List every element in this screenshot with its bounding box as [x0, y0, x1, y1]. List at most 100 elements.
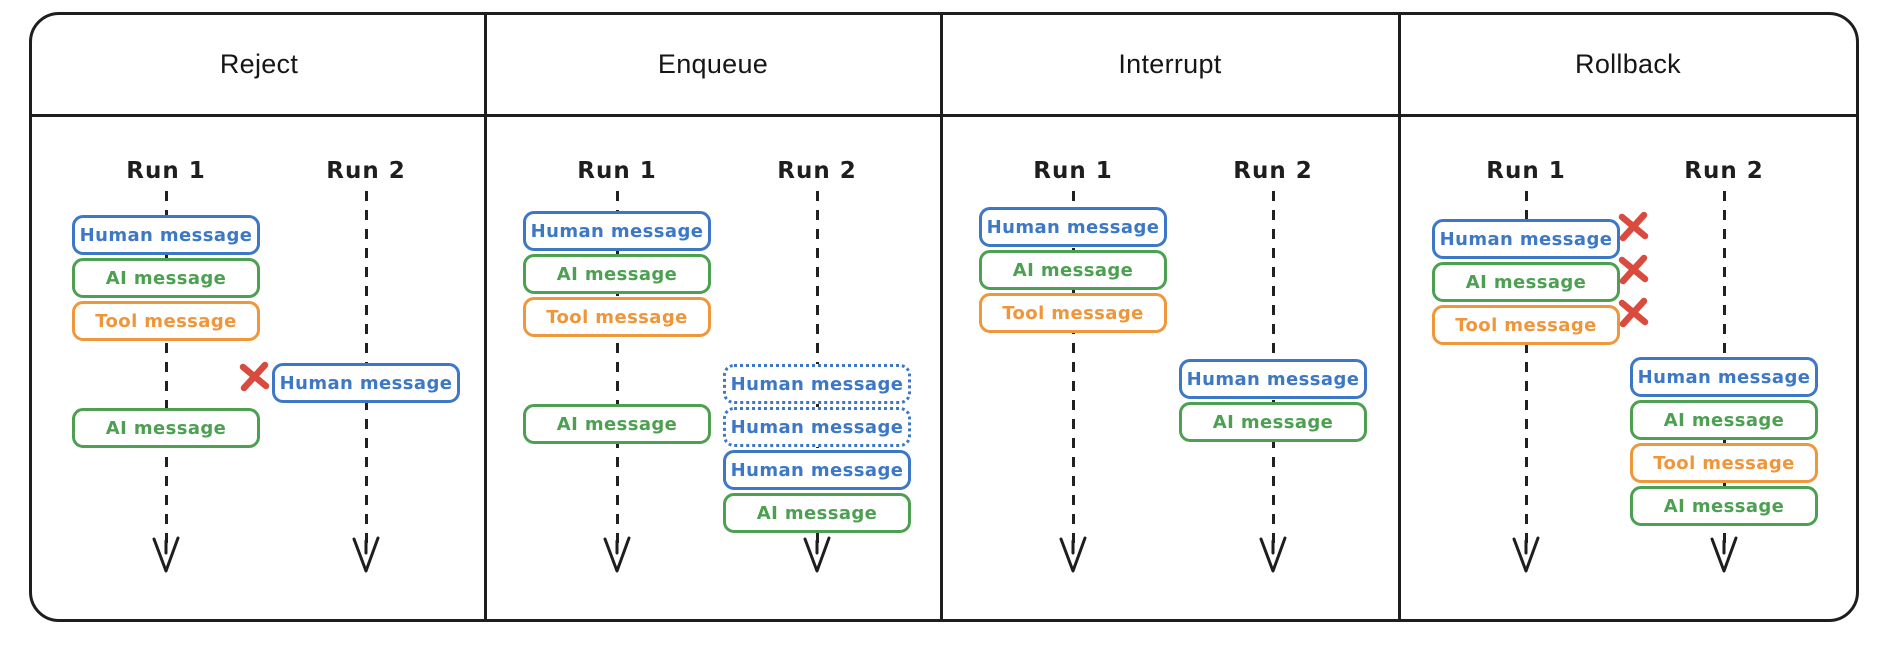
message-label: Human message [279, 372, 453, 394]
tool-message-box: Tool message [1630, 443, 1818, 483]
run-label: Run 2 [777, 158, 857, 184]
message-label: AI message [105, 267, 227, 289]
message-label: Tool message [1455, 314, 1597, 336]
message-label: Human message [986, 216, 1160, 238]
arrow-down-icon [1710, 536, 1738, 573]
arrow-down-icon [601, 535, 633, 579]
arrow-down-icon [352, 536, 380, 573]
message-label: Tool message [1002, 302, 1144, 324]
arrow-down-icon [1057, 535, 1089, 579]
timeline-dashed-line [164, 191, 168, 551]
panel-title-rollback: Rollback [1575, 49, 1681, 79]
panel-divider [1397, 12, 1401, 622]
message-label: AI message [756, 502, 878, 524]
human-message-box: Human message [72, 215, 260, 255]
message-label: AI message [1012, 259, 1134, 281]
arrow-down-icon [1259, 536, 1287, 573]
run-lane: Run 2 Human message AI message [1179, 157, 1367, 573]
human-message-box: Human message [1432, 211, 1649, 259]
panel-title-reject: Reject [219, 49, 299, 79]
ai-message-box: AI message [1630, 400, 1818, 440]
tool-message-box: Tool message [72, 301, 260, 341]
ai-message-box: AI message [72, 408, 260, 448]
run-label: Run 2 [1233, 158, 1313, 184]
arrow-down-icon [1510, 535, 1542, 579]
x-icon [1618, 254, 1649, 285]
message-label: Tool message [95, 310, 237, 332]
human-message-box: Human message [979, 207, 1167, 247]
message-label: AI message [105, 417, 227, 439]
human-message-box: Human message [239, 361, 460, 403]
message-label: AI message [556, 413, 678, 435]
message-label: Human message [730, 416, 904, 438]
run-lane: Run 2 Human message [239, 157, 460, 573]
x-icon [239, 361, 270, 392]
run-label: Run 2 [326, 158, 406, 184]
human-message-box: Human message [723, 450, 911, 490]
message-label: AI message [1663, 495, 1785, 517]
run-label: Run 1 [1486, 158, 1566, 184]
ai-message-box: AI message [523, 404, 711, 444]
human-message-box: Human message [723, 407, 911, 447]
run-label: Run 1 [577, 158, 657, 184]
message-label: AI message [1663, 409, 1785, 431]
tool-message-box: Tool message [1432, 297, 1649, 345]
message-label: Human message [730, 459, 904, 481]
message-label: AI message [1465, 271, 1587, 293]
ai-message-box: AI message [723, 493, 911, 533]
arrow-down-icon [150, 535, 182, 579]
header-separator-line [30, 114, 1858, 117]
x-icon [1618, 211, 1649, 242]
ai-message-box: AI message [1432, 254, 1649, 302]
human-message-box: Human message [723, 364, 911, 404]
panel-title-interrupt: Interrupt [1118, 49, 1222, 79]
arrow-down-icon [803, 536, 831, 573]
timeline-dashed-line [615, 191, 619, 551]
human-message-box: Human message [1630, 357, 1818, 397]
run-label: Run 2 [1684, 158, 1764, 184]
message-label: Human message [730, 373, 904, 395]
run-label: Run 1 [126, 158, 206, 184]
panel-divider [939, 12, 943, 622]
arrow-down-icon [1257, 535, 1289, 579]
rollback-x-icon [1617, 211, 1650, 242]
rollback-x-icon [1617, 297, 1650, 328]
rollback-x-icon [1617, 254, 1650, 285]
run-label: Run 1 [1033, 158, 1113, 184]
message-label: Human message [1439, 228, 1613, 250]
ai-message-box: AI message [1179, 402, 1367, 442]
tool-message-box: Tool message [979, 293, 1167, 333]
arrow-down-icon [152, 536, 180, 573]
message-label: Human message [530, 220, 704, 242]
ai-message-box: AI message [523, 254, 711, 294]
message-label: Tool message [1653, 452, 1795, 474]
message-label: Tool message [546, 306, 688, 328]
ai-message-box: AI message [979, 250, 1167, 290]
message-label: Human message [1637, 366, 1811, 388]
x-icon [1618, 297, 1649, 328]
panel-title-enqueue: Enqueue [657, 49, 769, 79]
arrow-down-icon [1708, 535, 1740, 579]
human-message-box: Human message [1179, 359, 1367, 399]
message-label: Human message [1186, 368, 1360, 390]
message-label: Human message [79, 224, 253, 246]
arrow-down-icon [1512, 536, 1540, 573]
arrow-down-icon [1059, 536, 1087, 573]
arrow-down-icon [801, 535, 833, 579]
reject-x-icon [238, 361, 271, 392]
panel-divider [483, 12, 487, 622]
message-label: AI message [1212, 411, 1334, 433]
timeline-dashed-line [1071, 191, 1075, 551]
human-message-box: Human message [523, 211, 711, 251]
arrow-down-icon [350, 535, 382, 579]
tool-message-box: Tool message [523, 297, 711, 337]
timeline-dashed-line [1524, 191, 1528, 551]
ai-message-box: AI message [1630, 486, 1818, 526]
